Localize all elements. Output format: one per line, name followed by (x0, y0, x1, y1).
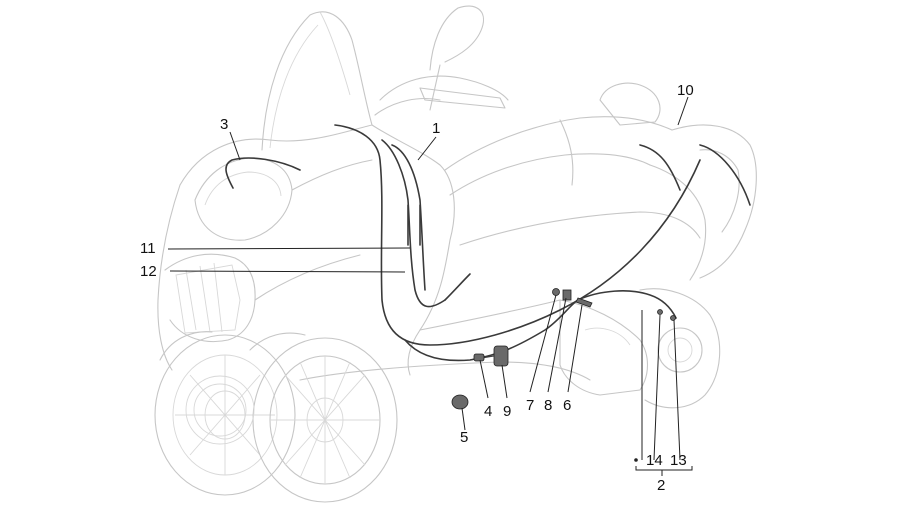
callout-13: 13 (670, 452, 687, 469)
callout-4: 4 (484, 403, 492, 420)
clamp-part-4 (473, 353, 485, 362)
callout-12: 12 (140, 263, 157, 280)
cable-set (225, 124, 751, 362)
screw-part-6 (575, 297, 593, 308)
small-parts (451, 288, 676, 410)
grommet-part-5 (451, 394, 469, 410)
callout-9: 9 (503, 403, 511, 420)
washer-part-7 (552, 288, 560, 296)
callout-labels: 3 1 10 11 12 4 9 7 8 6 5 14 13 2 (140, 82, 694, 494)
callout-10: 10 (677, 82, 694, 99)
callout-5: 5 (460, 429, 468, 446)
callout-14: 14 (646, 452, 663, 469)
callout-11: 11 (140, 240, 156, 257)
callout-2: 2 (657, 477, 665, 494)
callout-7: 7 (526, 397, 534, 414)
plate-part-8 (562, 289, 572, 301)
callout-8: 8 (544, 397, 552, 414)
callout-6: 6 (563, 397, 571, 414)
callout-3: 3 (220, 116, 228, 133)
callout-1: 1 (432, 120, 440, 137)
scooter-outline (154, 5, 757, 503)
leader-lines (167, 96, 693, 476)
bracket-part-9 (493, 345, 509, 367)
